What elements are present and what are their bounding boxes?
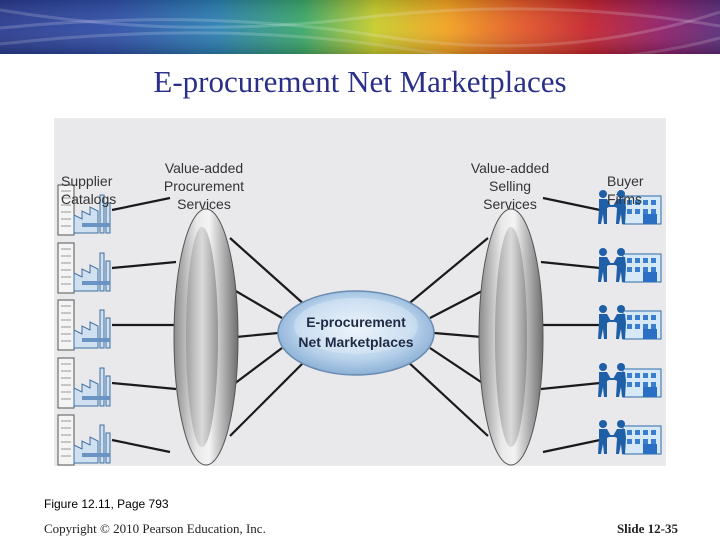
hub-label-line1: E-procurement	[306, 314, 406, 330]
hub-connector	[234, 290, 282, 318]
hub-connector	[430, 348, 484, 384]
supplier-catalog-icon	[58, 243, 110, 293]
hub-connector	[230, 238, 306, 306]
buyer-firm-icon	[598, 248, 661, 282]
buyer-firm-icon	[598, 420, 661, 454]
hub-connector	[236, 333, 278, 337]
selling-services-lens	[479, 209, 543, 465]
procurement-services-lens	[174, 209, 238, 465]
buyer-firm-icon	[598, 305, 661, 339]
hub-connector	[406, 360, 488, 436]
copyright-notice: Copyright © 2010 Pearson Education, Inc.	[44, 521, 266, 537]
hub-connector	[234, 348, 282, 384]
buyer-connector	[541, 262, 600, 268]
hub-connector	[430, 290, 484, 318]
hub-connector	[230, 360, 306, 436]
supplier-catalog-icon	[58, 358, 110, 408]
supplier-catalogs-group	[58, 185, 110, 465]
buyer-firms-group	[598, 190, 661, 454]
supplier-catalog-icon	[58, 300, 110, 350]
slide-number: Slide 12-35	[617, 521, 678, 537]
hub-label-line2: Net Marketplaces	[298, 334, 413, 350]
supplier-catalog-icon	[58, 415, 110, 465]
supplier-connector	[112, 383, 176, 389]
hub-connector	[406, 238, 488, 306]
figure-caption: Figure 12.11, Page 793	[44, 497, 169, 511]
supplier-connector	[112, 440, 170, 452]
buyer-firm-icon	[598, 363, 661, 397]
supplier-connector	[112, 262, 176, 268]
hub-connector	[434, 333, 482, 337]
buyer-connector	[541, 383, 600, 389]
net-marketplace-hub: E-procurement Net Marketplaces	[278, 291, 434, 375]
buyer-connector	[543, 440, 600, 452]
